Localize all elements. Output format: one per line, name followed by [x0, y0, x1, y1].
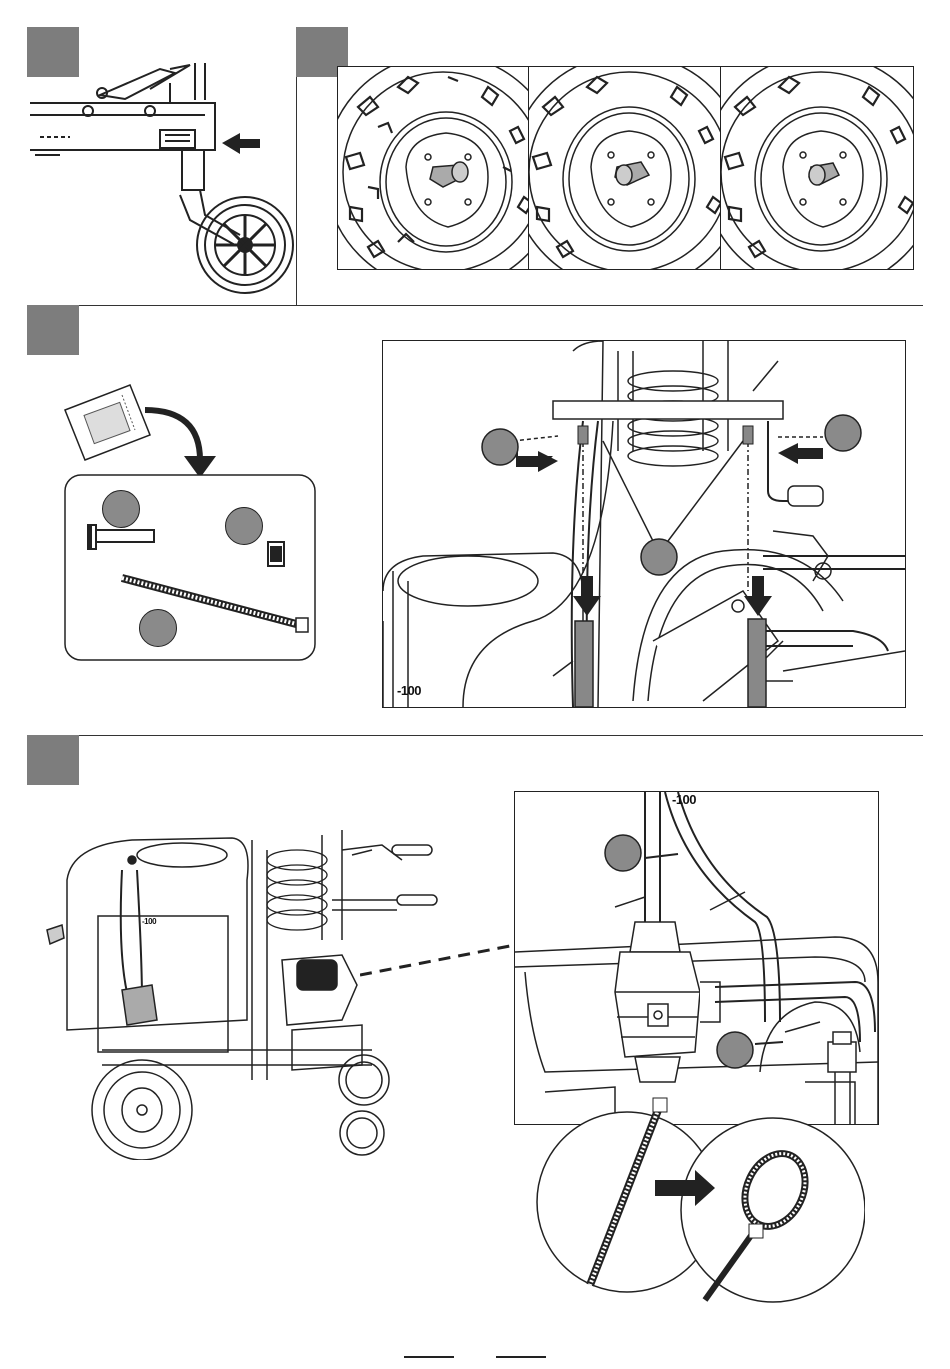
page-footer-rule — [496, 1356, 546, 1358]
tank-level-mark: -100 — [397, 683, 421, 698]
step-4-cable-tie-zoom — [535, 1090, 865, 1310]
callout-circle — [139, 609, 177, 647]
arrow-icon — [778, 443, 823, 464]
parts-bag-icon — [65, 385, 150, 460]
zoom-connector — [360, 940, 520, 980]
arrow-icon — [516, 451, 558, 472]
step-4-sprayer-overview: -100 — [42, 820, 442, 1160]
callout-circle — [825, 415, 861, 451]
callout-circle — [482, 429, 518, 465]
callout-circle — [641, 539, 677, 575]
step-3-parts-kit — [60, 380, 320, 665]
section-divider — [27, 735, 923, 736]
nut-icon — [268, 542, 284, 566]
step-3-number-box — [27, 305, 79, 355]
tank-level-mark: -100 — [672, 792, 696, 807]
arrow-icon — [222, 133, 260, 154]
callout-circle — [605, 835, 641, 871]
step-2-wheel-view-2 — [528, 66, 722, 270]
callout-circle — [102, 490, 140, 528]
step-2-wheel-view-1 — [337, 66, 529, 270]
step-3-hose-reel-detail: -100 — [382, 340, 906, 708]
callout-circle — [225, 507, 263, 545]
tank-level-mark-small: -100 — [142, 917, 156, 926]
section-divider — [27, 305, 923, 306]
curved-arrow-icon — [145, 410, 216, 478]
step-4-valve-detail: -100 — [514, 791, 879, 1125]
step-1-jockey-wheel-illustration — [30, 55, 295, 305]
page-footer-rule — [404, 1356, 454, 1358]
step-4-number-box — [27, 735, 79, 785]
step-2-wheel-view-3 — [720, 66, 914, 270]
callout-circle — [717, 1032, 753, 1068]
